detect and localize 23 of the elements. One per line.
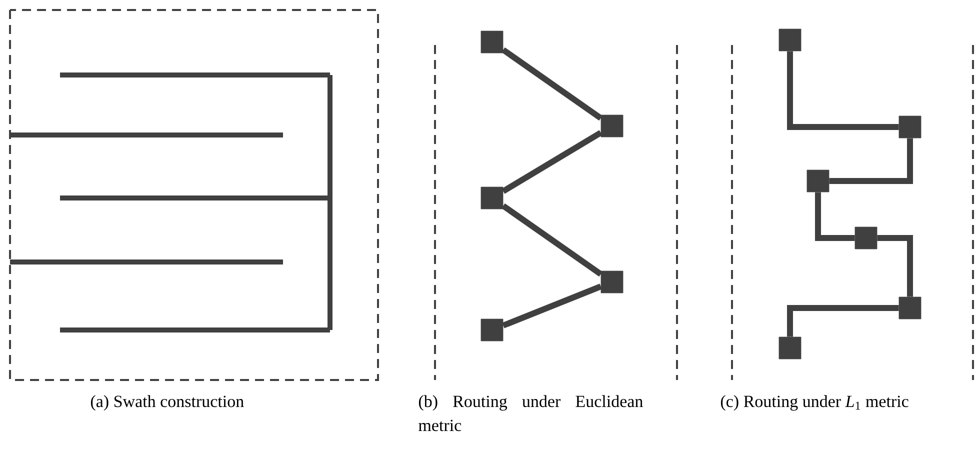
square-node [600,114,624,138]
square-node [778,336,802,360]
square-node [480,30,504,54]
square-node [600,270,624,294]
caption: (a) Swath construction [90,395,244,411]
route-line [787,51,899,130]
route-line [501,203,603,277]
route-line [502,284,602,328]
square-node [806,170,830,192]
caption: (c) Routing under L$_{1}$ metric [720,395,908,411]
route-line [877,234,913,297]
caption: (b) Routing under Euclidean metric [418,395,643,432]
square-node [898,296,922,320]
square-node [778,28,802,52]
route-line [502,130,602,194]
square-node [480,318,504,342]
square-node [854,226,878,250]
route-line [787,305,899,337]
square-node [898,116,922,138]
square-node [480,186,504,210]
route-line [815,192,855,241]
route-line [829,138,913,184]
route-line [501,47,603,121]
